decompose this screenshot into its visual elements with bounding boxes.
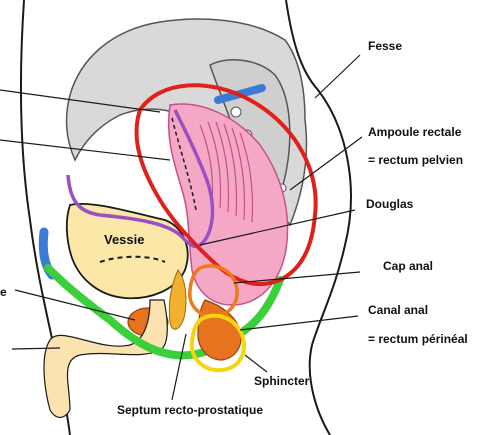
- peritoneum-inner: [171, 117, 197, 211]
- sphincter-outline: [189, 313, 246, 373]
- label-vessie: Vessie: [104, 232, 145, 247]
- label-canal-anal: Canal anal: [368, 303, 428, 317]
- label-fesse: Fesse: [368, 39, 402, 53]
- label-douglas: Douglas: [366, 197, 414, 211]
- bladder: [65, 202, 189, 300]
- label-sphincter: Sphincter: [254, 374, 310, 388]
- pointer-cap-anal: [233, 271, 361, 284]
- label-cut-left: e: [0, 285, 7, 299]
- label-ampoule-rectale: Ampoule rectale: [368, 125, 462, 139]
- seminal-vesicle: [168, 269, 187, 330]
- pointer-left-lower: [0, 139, 171, 161]
- peritoneum-line: [66, 109, 215, 249]
- rectal-folds: [199, 121, 254, 223]
- pelvic-floor-line: [44, 264, 284, 360]
- body-outline-back: [285, 0, 352, 435]
- label-septum-recto-prostatique: Septum recto-prostatique: [117, 403, 263, 417]
- anal-canal: [197, 299, 242, 361]
- pointer-fesse: [314, 54, 361, 99]
- pointer-douglas: [199, 209, 356, 246]
- pointer-left-upper: [0, 89, 161, 113]
- pointer-ampoule: [289, 136, 363, 191]
- pointer-left-prostate: [14, 289, 136, 321]
- label-cap-anal: Cap anal: [383, 259, 433, 273]
- ampoule-outline: [134, 83, 318, 286]
- pointer-septum: [171, 333, 187, 401]
- pointer-sphincter: [244, 354, 268, 373]
- pointer-left-urethra: [11, 347, 61, 350]
- pointer-lines: [0, 54, 363, 401]
- label-rectum-pelvien: = rectum pelvien: [368, 153, 463, 167]
- sacral-foramen-1: [230, 106, 242, 118]
- label-rectum-perineal: = rectum périnéal: [368, 332, 468, 346]
- pointer-canal-anal: [239, 315, 359, 331]
